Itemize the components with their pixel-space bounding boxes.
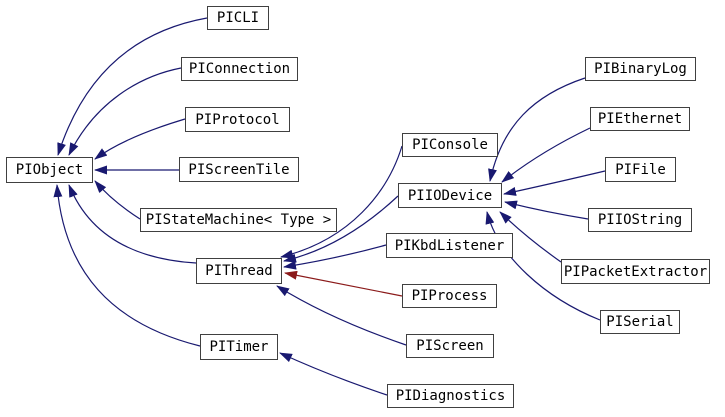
edge-piconsole-to-pithread xyxy=(280,145,403,259)
edge-piiostring-to-piiodevice xyxy=(504,200,589,220)
node-pikbdlistener[interactable]: PIKbdListener xyxy=(386,233,513,258)
node-pithread[interactable]: PIThread xyxy=(196,258,282,284)
node-pidiagnostics[interactable]: PIDiagnostics xyxy=(387,384,514,408)
node-piobject[interactable]: PIObject xyxy=(6,157,93,183)
edge-pitimer-to-piobject xyxy=(53,184,201,347)
edge-piconnection-to-piobject xyxy=(68,67,182,156)
edge-pifile-to-piiodevice xyxy=(503,170,606,196)
node-piethernet[interactable]: PIEthernet xyxy=(590,107,690,131)
edge-pipacketextractor-to-piiodevice xyxy=(499,211,562,263)
node-piiostring[interactable]: PIIOString xyxy=(588,208,692,232)
node-piprocess[interactable]: PIProcess xyxy=(402,284,497,308)
node-piconnection[interactable]: PIConnection xyxy=(181,57,298,81)
edge-piserial-to-piiodevice xyxy=(485,211,601,321)
node-piiodevice[interactable]: PIIODevice xyxy=(398,183,502,208)
node-pitimer[interactable]: PITimer xyxy=(200,334,278,360)
edge-pistatemachine-to-piobject xyxy=(94,180,141,220)
edge-piethernet-to-piiodevice xyxy=(501,127,591,183)
edge-piprocess-to-pithread xyxy=(284,270,403,297)
edge-picli-to-piobject xyxy=(57,17,208,156)
node-pibinarylog[interactable]: PIBinaryLog xyxy=(585,57,696,81)
node-picli[interactable]: PICLI xyxy=(207,6,269,30)
edge-piiodevice-to-pithread xyxy=(283,195,399,263)
node-piscreentile[interactable]: PIScreenTile xyxy=(179,157,299,182)
edge-pibinarylog-to-piiodevice xyxy=(488,77,586,182)
edge-pikbdlistener-to-pithread xyxy=(283,244,387,270)
node-pifile[interactable]: PIFile xyxy=(605,157,676,182)
node-pipacketextractor[interactable]: PIPacketExtractor xyxy=(561,259,710,284)
edge-pidiagnostics-to-pitimer xyxy=(279,352,388,396)
node-piconsole[interactable]: PIConsole xyxy=(402,133,498,157)
edge-piscreen-to-pithread xyxy=(276,285,407,346)
node-piprotocol[interactable]: PIProtocol xyxy=(185,107,290,132)
node-piserial[interactable]: PISerial xyxy=(600,310,680,334)
node-pistatemachine[interactable]: PIStateMachine< Type > xyxy=(140,208,337,232)
node-piscreen[interactable]: PIScreen xyxy=(406,334,494,358)
edge-piprotocol-to-piobject xyxy=(94,118,186,160)
edge-pithread-to-piobject xyxy=(68,184,197,264)
